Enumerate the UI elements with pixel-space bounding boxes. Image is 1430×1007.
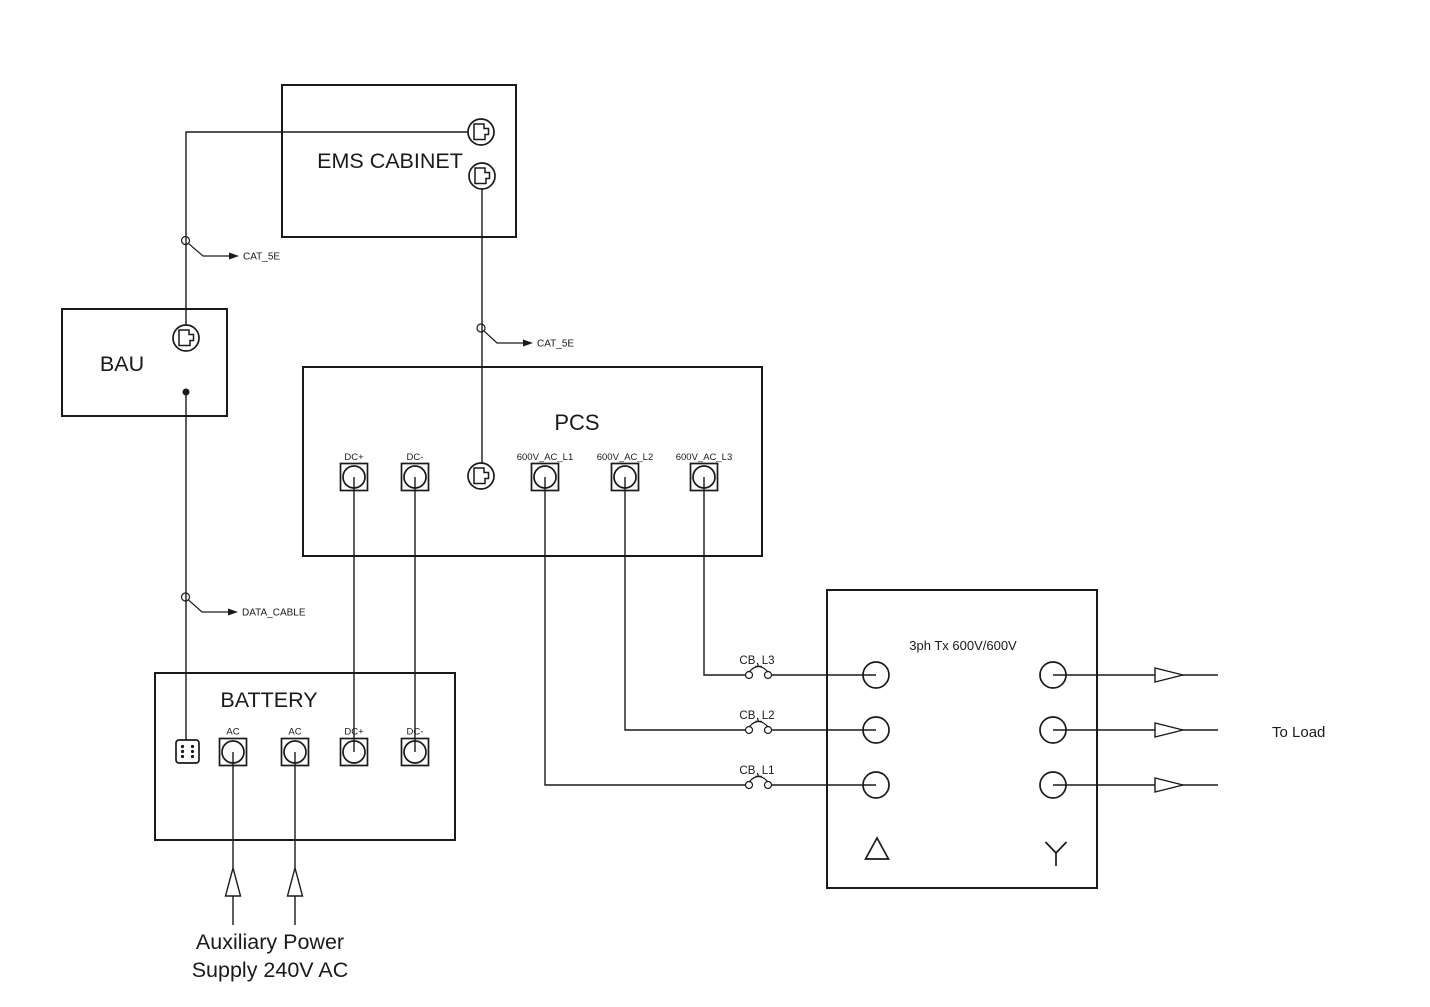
load-arrow-icon: [1154, 777, 1184, 793]
breaker-cb-l3: CB_L3: [739, 655, 775, 680]
aux-up-arrow-icon: [286, 865, 304, 897]
bau-box: [61, 308, 228, 417]
transformer-box: [826, 589, 1098, 889]
callout-node: [476, 323, 486, 333]
callout-node: [180, 235, 191, 246]
battery-ac1-label: AC: [226, 727, 239, 738]
leader-arrow-icon: [523, 339, 533, 347]
pcs-ac-l1-label: 600V_AC_L1: [517, 452, 574, 463]
cable-callout-cat5e-bau: CAT_5E: [180, 235, 280, 263]
cable-callout-cat5e-pcs: CAT_5E: [476, 323, 574, 350]
to-load-label: To Load: [1272, 724, 1325, 741]
battery-box: [154, 672, 456, 841]
ethernet-port-icon: [467, 118, 495, 146]
wye-winding-icon: [1044, 841, 1068, 866]
leader-arrow-icon: [229, 252, 239, 260]
load-arrow-icon: [1154, 667, 1184, 683]
data-connector-icon: [175, 739, 200, 764]
cat5e-label: CAT_5E: [537, 339, 574, 350]
battery-block: BATTERY AC AC DC+ DC-: [154, 672, 456, 841]
primary-terminal-icon: [862, 661, 890, 689]
secondary-terminal-icon: [1039, 661, 1067, 689]
leader-arrow-icon: [228, 608, 238, 616]
load-arrow-icon: [1154, 722, 1184, 738]
cb-l2-label: CB_L2: [739, 710, 774, 722]
junction-dot: [182, 388, 190, 396]
transformer-label: 3ph Tx 600V/600V: [909, 638, 1017, 653]
pcs-dc-plus-label: DC+: [344, 452, 364, 463]
callout-leader: [187, 599, 228, 613]
ac-l3-wire: [703, 477, 746, 676]
breaker-cb-l2: CB_L2: [739, 710, 775, 735]
pcs-ac-l2-label: 600V_AC_L2: [597, 452, 654, 463]
ethernet-port-icon: [468, 162, 496, 190]
cable-callout-data-cable: DATA_CABLE: [180, 592, 306, 619]
battery-label: BATTERY: [220, 688, 317, 712]
ems-cabinet-box: [281, 84, 517, 238]
ems-cabinet-block: EMS CABINET: [281, 84, 517, 238]
transformer-block: 3ph Tx 600V/600V: [826, 589, 1098, 889]
pcs-block: PCS DC+ DC- 600V_AC_L1 600V_AC_L2 600V_A…: [302, 366, 763, 557]
bau-label: BAU: [100, 352, 144, 376]
ethernet-port-icon: [172, 324, 200, 352]
ethernet-port-icon: [467, 462, 495, 490]
cb-l1-label: CB_L1: [739, 765, 774, 777]
primary-terminal-icon: [862, 771, 890, 799]
callout-node: [180, 592, 191, 602]
bau-block: BAU: [61, 308, 228, 417]
secondary-terminal-icon: [1039, 771, 1067, 799]
battery-ac2-label: AC: [288, 727, 301, 738]
aux-up-arrow-icon: [224, 865, 242, 897]
ems-cabinet-label: EMS CABINET: [317, 149, 463, 173]
ac-l1-wire: [544, 477, 746, 786]
cb-l3-label: CB_L3: [739, 655, 774, 667]
aux-power-label-line2: Supply 240V AC: [192, 958, 349, 982]
pcs-box: [302, 366, 763, 557]
battery-dc-plus-label: DC+: [344, 727, 364, 738]
pcs-ac-l3-label: 600V_AC_L3: [676, 452, 733, 463]
breaker-cb-l1: CB_L1: [739, 765, 775, 790]
cat5e-label: CAT_5E: [243, 252, 280, 263]
aux-power-label-line1: Auxiliary Power: [196, 930, 344, 954]
cat5e-wire-ems-to-bau: [185, 131, 468, 325]
ac-l2-wire: [624, 477, 746, 731]
pcs-label: PCS: [554, 410, 599, 435]
callout-leader: [483, 330, 523, 344]
secondary-terminal-icon: [1039, 716, 1067, 744]
primary-terminal-icon: [862, 716, 890, 744]
data-cable-label: DATA_CABLE: [242, 608, 306, 619]
battery-dc-minus-label: DC-: [407, 727, 424, 738]
callout-leader: [187, 242, 229, 257]
pcs-dc-minus-label: DC-: [407, 452, 424, 463]
delta-winding-icon: [864, 836, 890, 860]
